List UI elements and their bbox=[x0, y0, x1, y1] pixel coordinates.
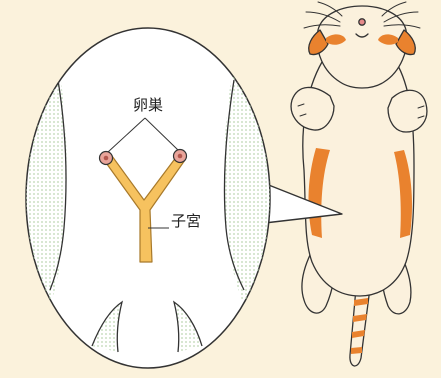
bubble-left-leg bbox=[91, 300, 124, 353]
tail-stripes bbox=[351, 298, 368, 354]
ovary-label: 卵巣 bbox=[133, 96, 164, 114]
leader-lines bbox=[107, 117, 179, 229]
speech-bubble bbox=[25, 27, 343, 369]
reproductive-organ bbox=[98, 148, 188, 263]
cat-nose bbox=[358, 18, 366, 26]
bubble-right-leg bbox=[172, 300, 203, 353]
right-ear bbox=[395, 29, 416, 56]
left-ear bbox=[308, 29, 329, 56]
cat-illustration bbox=[290, 1, 428, 367]
left-front-paw bbox=[290, 86, 335, 131]
right-front-paw bbox=[387, 89, 428, 133]
uterus bbox=[103, 155, 186, 263]
cat-head bbox=[316, 5, 408, 89]
whiskers bbox=[303, 1, 421, 29]
uterus-label: 子宮 bbox=[171, 212, 202, 230]
